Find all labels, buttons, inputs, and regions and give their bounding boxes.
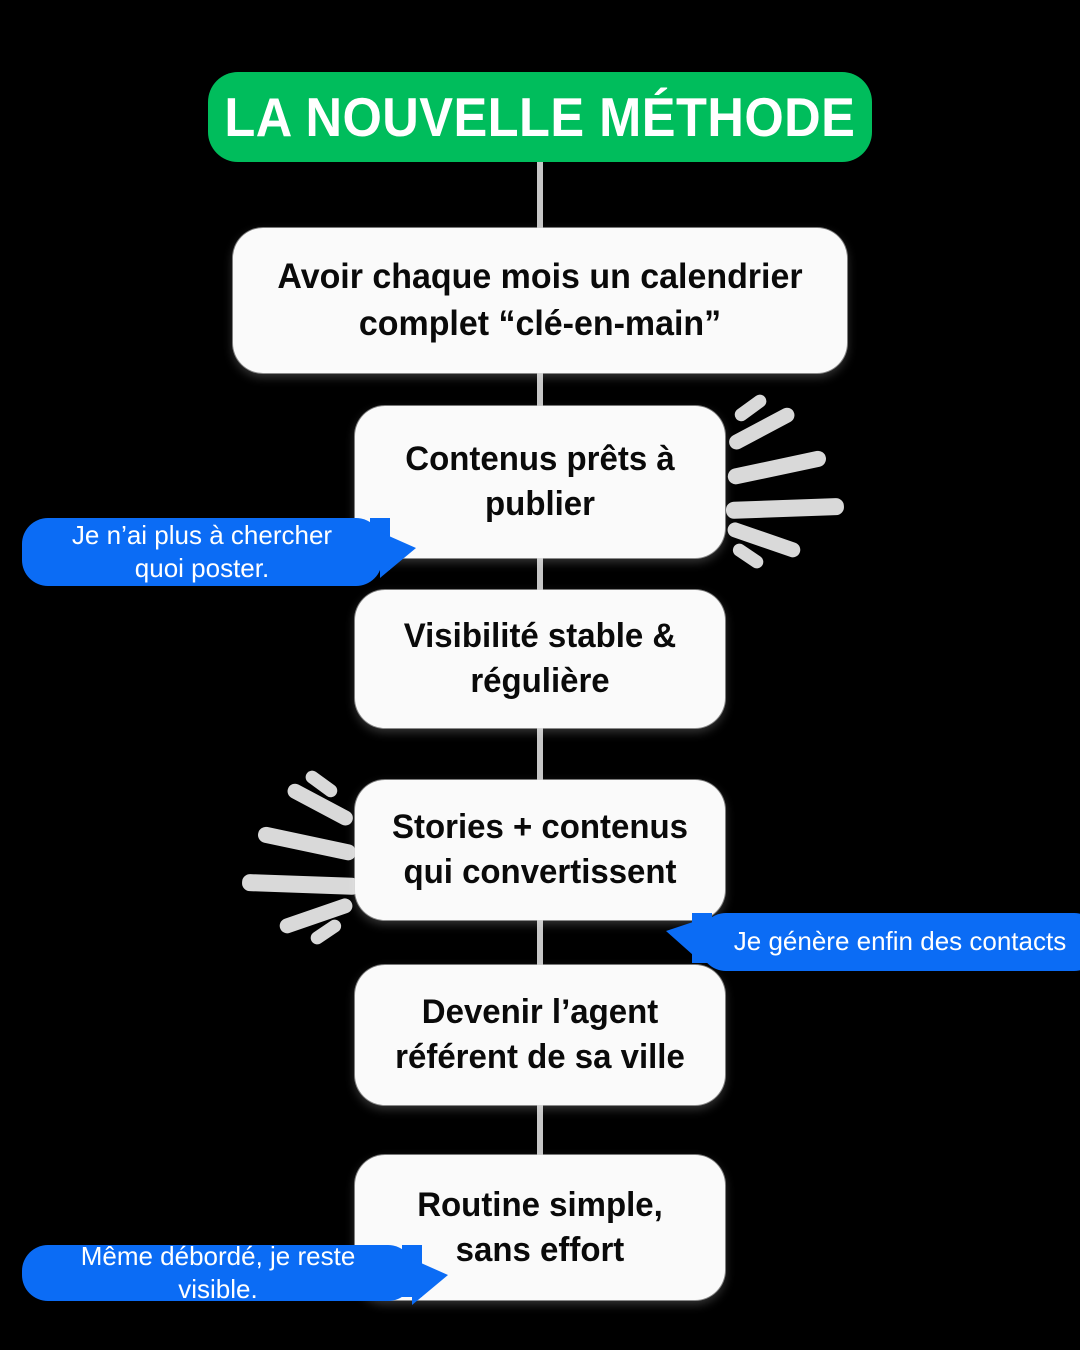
testimonial-bubble-2-text: Je génère enfin des contacts [733,926,1067,957]
connector-line-step1-to-step2 [537,360,543,415]
step-card-2[interactable]: Contenus prêts à publier [355,406,725,558]
step-card-3[interactable]: Visibilité stable & régulière [355,590,725,728]
connector-line-step4-to-step5 [537,908,543,973]
step-card-1-label: Avoir chaque mois un calendrier complet … [277,257,803,343]
connector-line-step5-to-step6 [537,1098,543,1163]
connector-line-step2-to-step3 [537,548,543,603]
bubble-tail-right-icon [412,1259,448,1305]
step-card-4[interactable]: Stories + contenus qui convertissent [355,780,725,920]
testimonial-bubble-2[interactable]: Je génère enfin des contacts [666,913,1080,971]
connector-line-step3-to-step4 [537,718,543,783]
bubble-tail-left-icon [666,919,702,963]
bubble-tail-right-icon [380,532,416,578]
step-card-5-label: Devenir l’agent référent de sa ville [395,993,685,1076]
step-card-6-label: Routine simple, sans effort [417,1185,663,1269]
step-card-1[interactable]: Avoir chaque mois un calendrier complet … [233,228,847,373]
testimonial-bubble-1[interactable]: Je n’ai plus à chercher quoi poster. [22,518,416,586]
step-card-3-label: Visibilité stable & régulière [403,617,677,700]
testimonial-bubble-3[interactable]: Même débordé, je reste visible. [22,1241,448,1305]
step-card-4-label: Stories + contenus qui convertissent [391,808,688,891]
sparkle-left-icon [212,768,372,947]
testimonial-bubble-3-text: Même débordé, je reste visible. [80,1240,356,1304]
sparkle-right-icon [722,392,882,571]
page-title: LA NOUVELLE MÉTHODE [224,85,856,148]
connector-line-header-to-step1 [537,160,543,235]
testimonial-bubble-1-text: Je n’ai plus à chercher quoi poster. [71,519,333,583]
step-card-5[interactable]: Devenir l’agent référent de sa ville [355,965,725,1105]
step-card-2-label: Contenus prêts à publier [405,440,675,523]
header-badge: LA NOUVELLE MÉTHODE [208,72,872,162]
